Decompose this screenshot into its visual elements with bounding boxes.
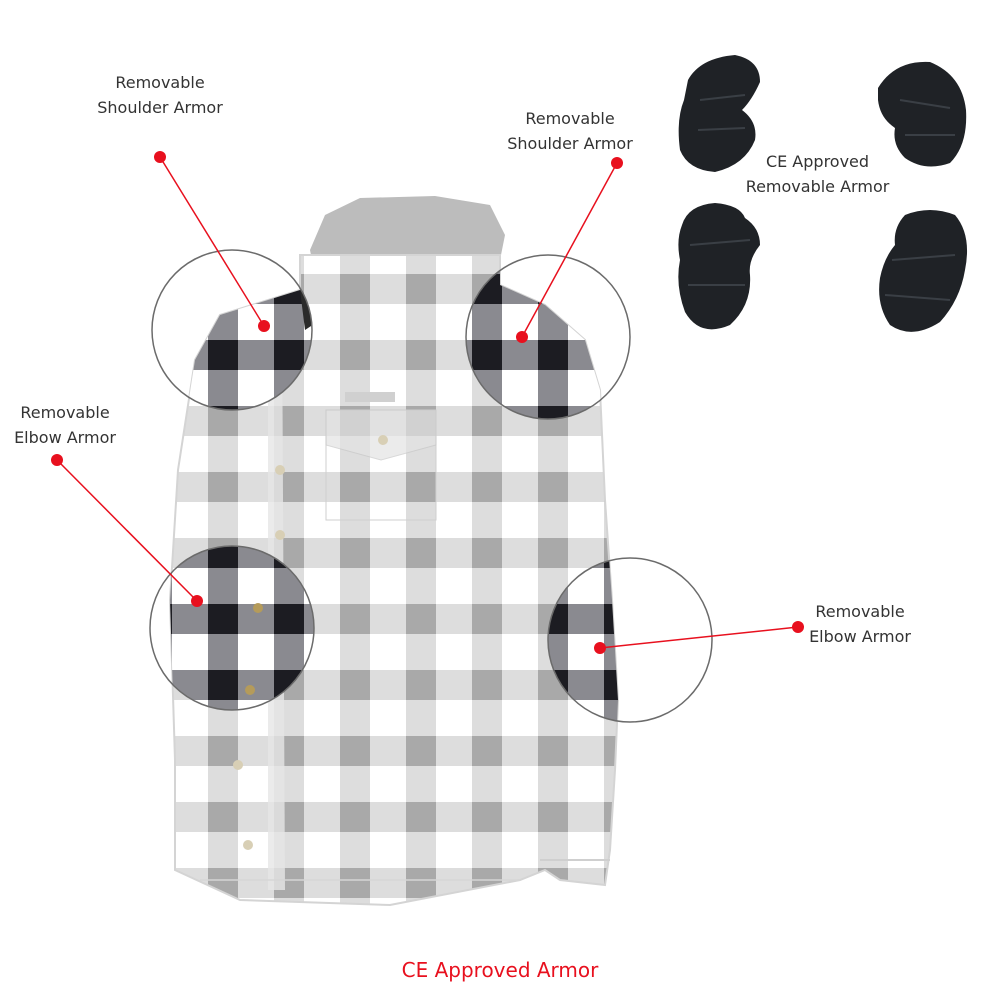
armor-pad-1 — [678, 55, 760, 172]
callout-shoulder-left-line1: Removable — [115, 73, 205, 92]
callout-shoulder-left: Removable Shoulder Armor — [70, 70, 250, 120]
callout-elbow-left-line2: Elbow Armor — [14, 428, 116, 447]
magnifier-shoulder-right — [465, 254, 631, 420]
callout-shoulder-left-line2: Shoulder Armor — [97, 98, 223, 117]
caption-ce-approved-armor: CE Approved Armor — [401, 958, 599, 982]
jacket-body — [169, 254, 619, 906]
magnifier-elbow-left — [149, 545, 315, 711]
pointer-shoulder-right — [516, 157, 623, 343]
armor-pad-2 — [878, 61, 967, 167]
armor-pad-3 — [678, 203, 760, 330]
callout-elbow-right-line1: Removable — [815, 602, 905, 621]
callout-elbow-right-line2: Elbow Armor — [809, 627, 911, 646]
armor-pad-4 — [879, 210, 968, 332]
pointer-shoulder-left — [154, 151, 270, 332]
callout-elbow-right: Removable Elbow Armor — [795, 599, 925, 649]
armor-panel-line2: Removable Armor — [745, 177, 890, 196]
callout-shoulder-right-line2: Shoulder Armor — [507, 134, 633, 153]
callout-elbow-left: Removable Elbow Armor — [0, 400, 130, 450]
callout-shoulder-right-line1: Removable — [525, 109, 615, 128]
callout-shoulder-right: Removable Shoulder Armor — [480, 106, 660, 156]
pointer-elbow-right — [594, 621, 804, 654]
callout-elbow-left-line1: Removable — [20, 403, 110, 422]
armor-panel-line1: CE Approved — [765, 152, 870, 171]
armor-panel-label: CE Approved Removable Armor — [735, 149, 900, 199]
pointer-elbow-left — [51, 454, 203, 607]
magnifier-elbow-right — [547, 557, 713, 723]
